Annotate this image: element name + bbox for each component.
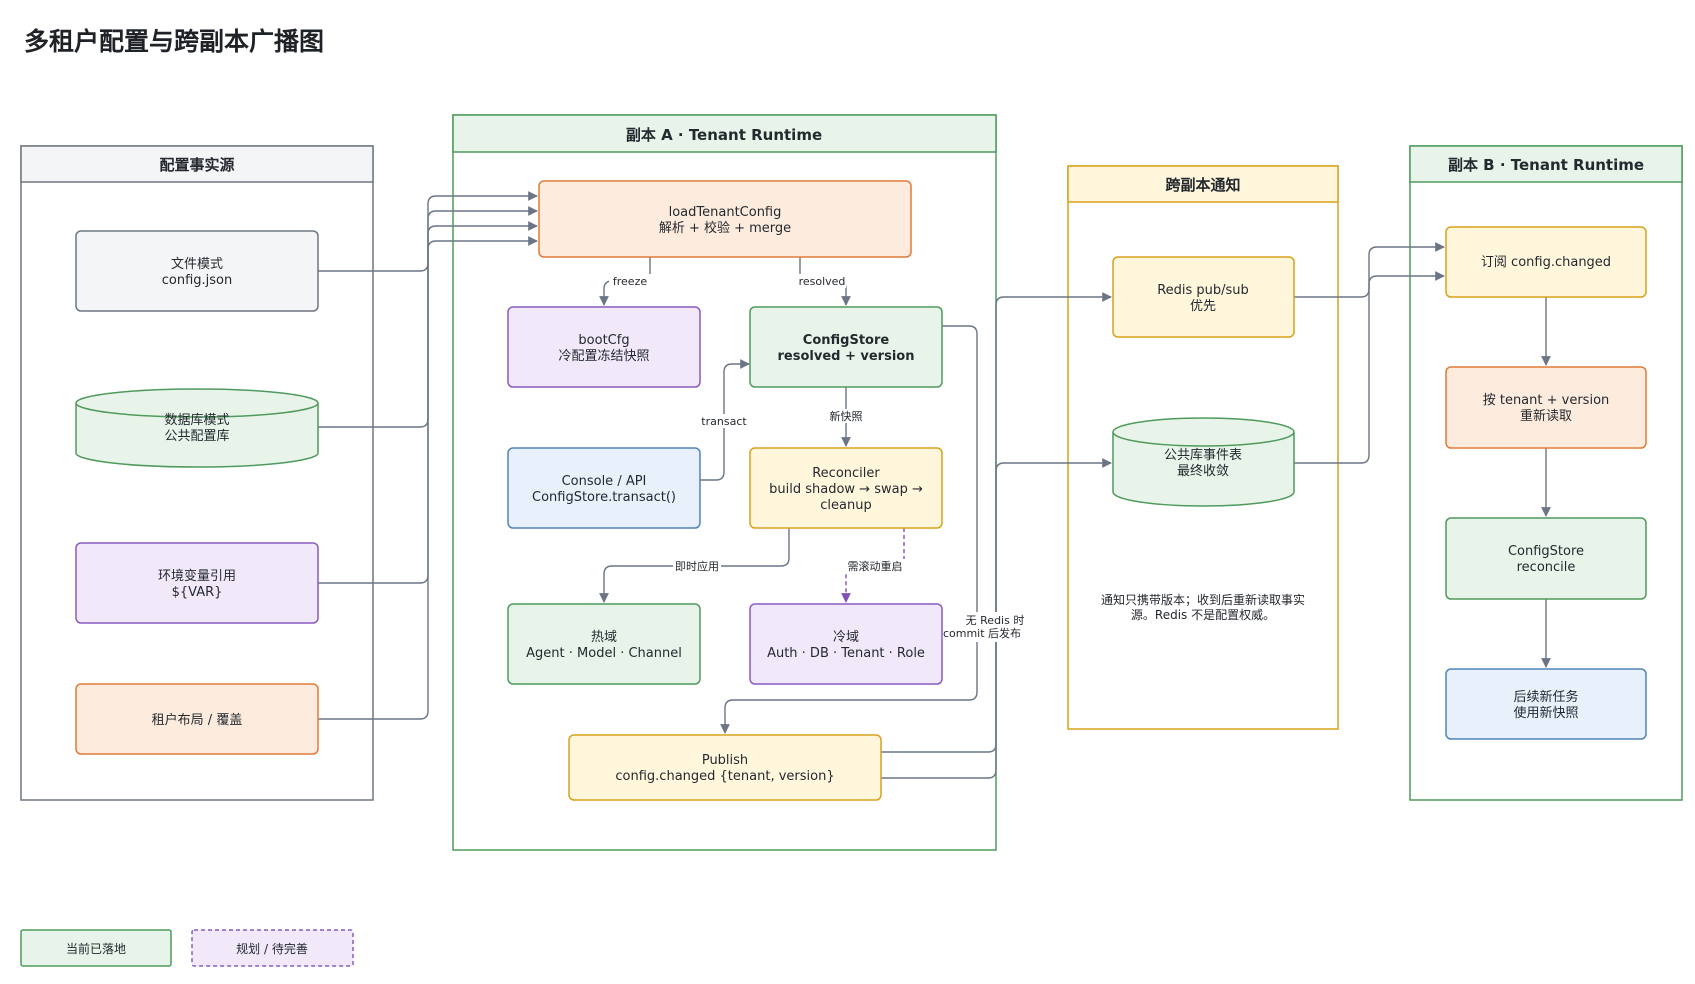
edges [318, 191, 1551, 779]
node-publish-line2: config.changed {tenant, version} [615, 769, 834, 784]
edge-label-restart: 需滚动重启 [848, 559, 903, 573]
legend-planned-label: 规划 / 待完善 [236, 941, 308, 956]
node-console-line1: Console / API [562, 474, 647, 489]
node-redis-line2: 优先 [1190, 299, 1216, 314]
edge-redis-to-subscribe [1294, 242, 1445, 298]
node-env-ref-line1: 环境变量引用 [158, 568, 236, 584]
edge-labels: freeze resolved transact 新快照 即时应用 需滚动重启 … [609, 274, 1024, 642]
node-store-line2: resolved + version [778, 349, 915, 364]
node-config-store[interactable]: ConfigStore resolved + version [749, 306, 943, 388]
notify-note-line1: 通知只携带版本；收到后重新读取事实 [1101, 592, 1305, 607]
node-boot-line2: 冷配置冻结快照 [558, 348, 649, 364]
cluster-replica-b-title: 副本 B · Tenant Runtime [1448, 156, 1644, 174]
node-reconcile-line1: ConfigStore [1508, 544, 1584, 559]
node-tenant-layout[interactable]: 租户布局 / 覆盖 [75, 683, 319, 755]
cluster-sources-title: 配置事实源 [159, 156, 234, 174]
node-hot-line2: Agent · Model · Channel [526, 646, 682, 661]
edge-store-to-publish [720, 325, 978, 734]
node-console-api[interactable]: Console / API ConfigStore.transact() [507, 447, 701, 529]
node-reconciler-line3: cleanup [820, 498, 871, 513]
node-events-line2: 最终收敛 [1177, 463, 1229, 479]
legend-planned: 规划 / 待完善 [191, 929, 354, 967]
node-cold-line1: 冷域 [833, 630, 859, 645]
node-publish-line1: Publish [702, 753, 748, 768]
legend-landed: 当前已落地 [20, 929, 172, 967]
node-subscribe-label: 订阅 config.changed [1481, 255, 1611, 270]
page-title: 多租户配置与跨副本广播图 [24, 27, 325, 56]
edge-label-snapshot: 新快照 [830, 409, 863, 423]
edge-events-to-subscribe [1294, 271, 1445, 464]
cluster-notify-title: 跨副本通知 [1165, 176, 1240, 194]
node-reread-line2: 重新读取 [1520, 408, 1572, 424]
node-tasks-line1: 后续新任务 [1513, 689, 1578, 705]
node-reread-line1: 按 tenant + version [1483, 393, 1610, 408]
node-tenant-layout-label: 租户布局 / 覆盖 [152, 712, 243, 728]
edge-label-transact: transact [701, 415, 747, 428]
node-reread[interactable]: 按 tenant + version 重新读取 [1445, 366, 1647, 449]
node-cold-line2: Auth · DB · Tenant · Role [767, 646, 925, 661]
node-hot-line1: 热域 [591, 630, 617, 645]
notify-note-line2: 源。Redis 不是配置权威。 [1131, 608, 1275, 622]
node-tasks-line2: 使用新快照 [1513, 705, 1578, 721]
edge-label-immediate: 即时应用 [675, 559, 719, 573]
node-store-line1: ConfigStore [803, 333, 890, 348]
node-db-mode-line2: 公共配置库 [164, 428, 229, 444]
node-cold-domain[interactable]: 冷域 Auth · DB · Tenant · Role [749, 603, 943, 685]
node-file-mode-line2: config.json [162, 273, 233, 288]
node-reconciler-line1: Reconciler [812, 466, 880, 481]
legend: 当前已落地 规划 / 待完善 [20, 929, 354, 967]
node-env-ref[interactable]: 环境变量引用 ${VAR} [75, 542, 319, 624]
edge-label-commit: commit 后发布 [943, 626, 1021, 640]
node-events-line1: 公共库事件表 [1164, 447, 1242, 463]
cluster-replica-a-title: 副本 A · Tenant Runtime [626, 126, 822, 144]
node-file-mode-line1: 文件模式 [171, 257, 223, 272]
node-load-line1: loadTenantConfig [669, 205, 782, 220]
edge-label-resolved: resolved [799, 275, 846, 288]
node-reconcile-line2: reconcile [1517, 560, 1576, 575]
edge-label-freeze: freeze [613, 275, 647, 288]
node-hot-domain[interactable]: 热域 Agent · Model · Channel [507, 603, 701, 685]
node-store-reconcile[interactable]: ConfigStore reconcile [1445, 517, 1647, 600]
node-reconciler-line2: build shadow → swap → [769, 482, 923, 497]
node-event-table[interactable]: 公共库事件表 最终收敛 [1112, 417, 1295, 507]
node-redis-pubsub[interactable]: Redis pub/sub 优先 [1112, 256, 1295, 338]
node-db-mode-line1: 数据库模式 [164, 412, 229, 428]
node-boot-cfg[interactable]: bootCfg 冷配置冻结快照 [507, 306, 701, 388]
notify-note: 通知只携带版本；收到后重新读取事实 源。Redis 不是配置权威。 [1101, 592, 1305, 622]
node-redis-line1: Redis pub/sub [1157, 283, 1249, 298]
node-db-mode[interactable]: 数据库模式 公共配置库 [75, 388, 319, 468]
node-publish[interactable]: Publish config.changed {tenant, version} [568, 734, 882, 801]
node-load-line2: 解析 + 校验 + merge [659, 220, 791, 236]
node-new-tasks[interactable]: 后续新任务 使用新快照 [1445, 668, 1647, 740]
node-file-mode[interactable]: 文件模式 config.json [75, 230, 319, 312]
edge-tenant-to-load [318, 236, 538, 720]
legend-landed-label: 当前已落地 [66, 941, 126, 956]
node-boot-line1: bootCfg [578, 333, 629, 348]
node-console-line2: ConfigStore.transact() [532, 490, 676, 505]
edge-label-no-redis: 无 Redis 时 [966, 614, 1025, 627]
node-env-ref-line2: ${VAR} [172, 585, 223, 600]
node-reconciler[interactable]: Reconciler build shadow → swap → cleanup [749, 447, 943, 529]
node-subscribe[interactable]: 订阅 config.changed [1445, 226, 1647, 298]
node-load-tenant-config[interactable]: loadTenantConfig 解析 + 校验 + merge [538, 180, 912, 258]
